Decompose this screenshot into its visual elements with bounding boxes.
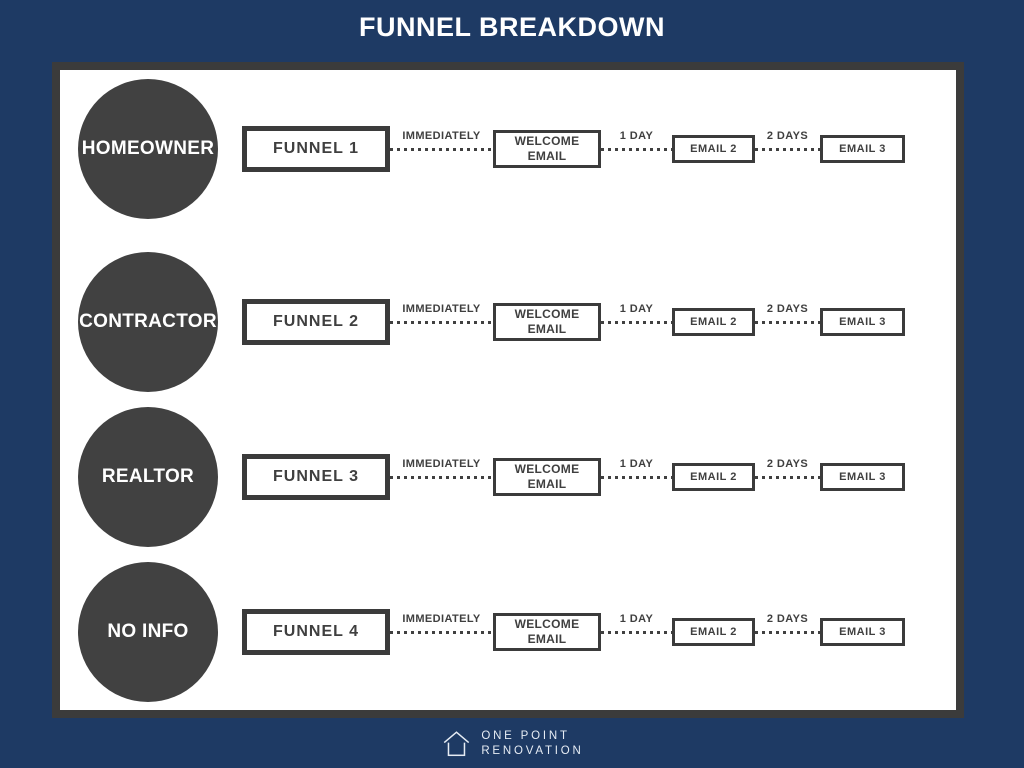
connector-dotted-line: IMMEDIATELY bbox=[390, 402, 493, 552]
funnel-box: FUNNEL 4 bbox=[242, 609, 390, 655]
dotted-line bbox=[390, 476, 493, 479]
dotted-line bbox=[601, 148, 672, 151]
connector-dotted-line: 2 DAYS bbox=[755, 74, 820, 224]
delay-label: 2 DAYS bbox=[766, 130, 809, 142]
dotted-line bbox=[755, 631, 820, 634]
connector-dotted-line: 2 DAYS bbox=[755, 557, 820, 707]
delay-label: 1 DAY bbox=[619, 130, 654, 142]
funnel-row: REALTOR FUNNEL 3 IMMEDIATELY WELCOME EMA… bbox=[60, 402, 956, 552]
email-box: EMAIL 3 bbox=[820, 463, 905, 491]
house-icon bbox=[440, 728, 472, 760]
funnel-box: FUNNEL 3 bbox=[242, 454, 390, 500]
dotted-line bbox=[390, 631, 493, 634]
delay-label: 2 DAYS bbox=[766, 303, 809, 315]
delay-label: 1 DAY bbox=[619, 303, 654, 315]
brand-name-line2: RENOVATION bbox=[481, 745, 584, 757]
delay-label: 2 DAYS bbox=[766, 458, 809, 470]
audience-circle: CONTRACTOR bbox=[78, 252, 218, 392]
welcome-email-box: WELCOME EMAIL bbox=[493, 303, 601, 341]
email-box: EMAIL 3 bbox=[820, 135, 905, 163]
funnel-diagram-card: HOMEOWNER FUNNEL 1 IMMEDIATELY WELCOME E… bbox=[52, 62, 964, 718]
email-box: EMAIL 3 bbox=[820, 308, 905, 336]
email-box: EMAIL 2 bbox=[672, 308, 755, 336]
delay-label: 1 DAY bbox=[619, 613, 654, 625]
welcome-email-box: WELCOME EMAIL bbox=[493, 130, 601, 168]
email-box: EMAIL 2 bbox=[672, 463, 755, 491]
dotted-line bbox=[601, 321, 672, 324]
connector-dotted-line: 1 DAY bbox=[601, 74, 672, 224]
connector-dotted-line: 1 DAY bbox=[601, 247, 672, 397]
brand-logo: ONE POINT RENOVATION bbox=[0, 722, 1024, 766]
funnel-row: CONTRACTOR FUNNEL 2 IMMEDIATELY WELCOME … bbox=[60, 247, 956, 397]
audience-circle: HOMEOWNER bbox=[78, 79, 218, 219]
connector-dotted-line: IMMEDIATELY bbox=[390, 247, 493, 397]
delay-label: 1 DAY bbox=[619, 458, 654, 470]
funnel-row: NO INFO FUNNEL 4 IMMEDIATELY WELCOME EMA… bbox=[60, 557, 956, 707]
dotted-line bbox=[601, 631, 672, 634]
email-box: EMAIL 2 bbox=[672, 618, 755, 646]
connector-dotted-line: 2 DAYS bbox=[755, 402, 820, 552]
delay-label: IMMEDIATELY bbox=[402, 613, 481, 625]
connector-dotted-line: IMMEDIATELY bbox=[390, 557, 493, 707]
connector-dotted-line: 1 DAY bbox=[601, 402, 672, 552]
welcome-email-box: WELCOME EMAIL bbox=[493, 458, 601, 496]
dotted-line bbox=[390, 321, 493, 324]
brand-name-line1: ONE POINT bbox=[481, 730, 570, 743]
welcome-email-box: WELCOME EMAIL bbox=[493, 613, 601, 651]
funnel-row: HOMEOWNER FUNNEL 1 IMMEDIATELY WELCOME E… bbox=[60, 74, 956, 224]
connector-dotted-line: 2 DAYS bbox=[755, 247, 820, 397]
connector-dotted-line: IMMEDIATELY bbox=[390, 74, 493, 224]
audience-circle: NO INFO bbox=[78, 562, 218, 702]
delay-label: 2 DAYS bbox=[766, 613, 809, 625]
email-box: EMAIL 3 bbox=[820, 618, 905, 646]
connector-dotted-line: 1 DAY bbox=[601, 557, 672, 707]
delay-label: IMMEDIATELY bbox=[402, 458, 481, 470]
delay-label: IMMEDIATELY bbox=[402, 130, 481, 142]
email-box: EMAIL 2 bbox=[672, 135, 755, 163]
dotted-line bbox=[601, 476, 672, 479]
dotted-line bbox=[755, 321, 820, 324]
delay-label: IMMEDIATELY bbox=[402, 303, 481, 315]
page-title: FUNNEL BREAKDOWN bbox=[359, 12, 665, 42]
funnel-box: FUNNEL 1 bbox=[242, 126, 390, 172]
dotted-line bbox=[755, 148, 820, 151]
brand-name: ONE POINT RENOVATION bbox=[481, 729, 583, 759]
funnel-box: FUNNEL 2 bbox=[242, 299, 390, 345]
audience-circle: REALTOR bbox=[78, 407, 218, 547]
dotted-line bbox=[390, 148, 493, 151]
dotted-line bbox=[755, 476, 820, 479]
